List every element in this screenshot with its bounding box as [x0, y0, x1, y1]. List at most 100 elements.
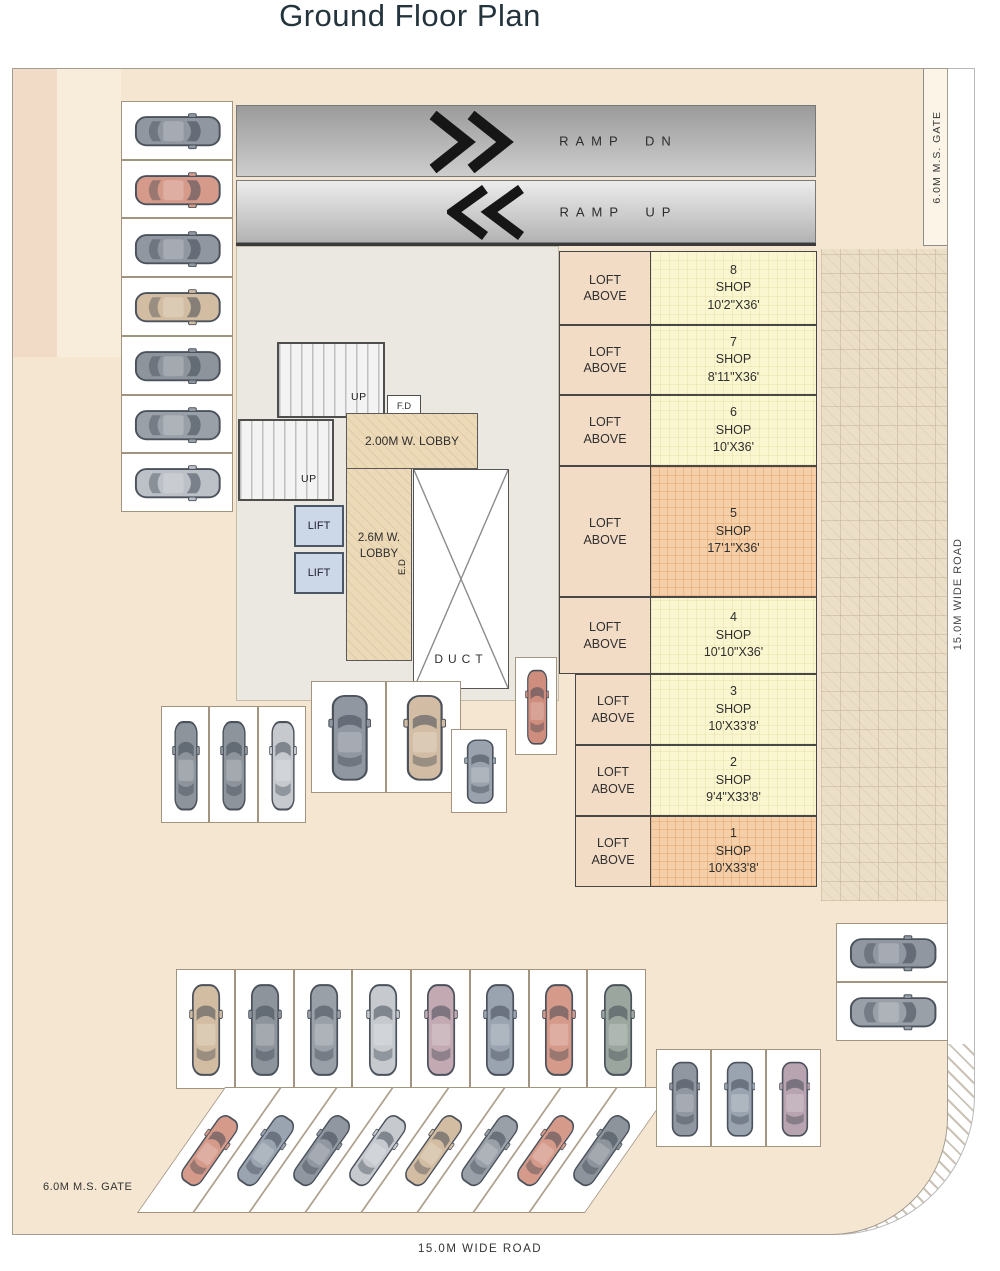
parking-stall [293, 969, 353, 1089]
page-title: Ground Floor Plan [279, 0, 541, 33]
shop-number: 5 [730, 506, 737, 521]
lift-1: LIFT [294, 505, 344, 547]
parking-stall [121, 394, 233, 454]
car [542, 982, 576, 1078]
fire-door-box: F.D [387, 395, 421, 417]
car [172, 719, 200, 813]
car [174, 1109, 245, 1193]
shop-size: 8'11"X36' [707, 369, 760, 384]
parking-stall [121, 159, 233, 219]
shop-label: SHOP [715, 422, 752, 437]
parking-stall [515, 657, 557, 755]
duct: DUCT [413, 469, 509, 689]
parking-stall [411, 969, 470, 1089]
car [220, 719, 249, 813]
ramp-area: RAMP DN RAMP UP [236, 105, 816, 246]
ramp-up: RAMP UP [236, 180, 816, 243]
parking-stall [416, 1087, 562, 1213]
car [133, 406, 223, 443]
parking-stall [192, 1087, 338, 1213]
shop-size: 10'10"X36' [703, 645, 764, 660]
ramp-up-chevrons-icon [447, 185, 524, 240]
parking-stall [161, 706, 210, 823]
parking-stall [587, 969, 646, 1089]
loft-above-cell: LOFT ABOVE [559, 466, 651, 597]
parking-stall [711, 1049, 766, 1147]
car [133, 172, 223, 208]
car [848, 994, 938, 1031]
car [524, 668, 549, 746]
car [230, 1109, 301, 1193]
shop-size: 10'X33'8' [708, 861, 759, 876]
shop-number: 6 [730, 405, 737, 420]
loft-above-cell: LOFT ABOVE [559, 325, 651, 395]
car [483, 982, 517, 1078]
gate-right-label: 6.0M M.S. GATE [930, 110, 943, 204]
shop-label: SHOP [715, 627, 752, 642]
car [133, 230, 223, 267]
shop-label: SHOP [715, 352, 752, 367]
ramp-dn: RAMP DN [236, 105, 816, 177]
parking-stall [451, 729, 507, 813]
shop-number: 2 [730, 755, 737, 770]
gate-bottom-left-label: 6.0M M.S. GATE [43, 1181, 133, 1193]
parking-stall [766, 1049, 821, 1147]
car [307, 982, 341, 1078]
parking-stall [234, 969, 294, 1089]
car [668, 1060, 701, 1138]
parking-stall [386, 681, 461, 793]
shop-size: 10'X36' [713, 440, 754, 455]
shop-number: 4 [730, 610, 737, 625]
car [286, 1109, 357, 1193]
car [463, 738, 496, 805]
lobby-26m-label: 2.6M W. LOBBY [346, 531, 412, 562]
ed-label: E.D [397, 559, 408, 575]
background-patch [57, 69, 121, 357]
parking-stall [528, 969, 588, 1089]
car [328, 693, 372, 783]
parking-stall [121, 218, 233, 278]
shop-number: 7 [730, 334, 737, 349]
ramp-dn-label: RAMP DN [559, 133, 678, 149]
car [723, 1060, 756, 1138]
car [133, 289, 223, 326]
parking-stall [176, 969, 235, 1089]
car [133, 348, 223, 385]
car [133, 465, 223, 502]
shop-label: SHOP [715, 523, 752, 538]
car [342, 1109, 413, 1193]
gate-right: 6.0M M.S. GATE [923, 69, 947, 246]
loft-above-cell: LOFT ABOVE [575, 674, 651, 745]
loft-above-cell: LOFT ABOVE [559, 597, 651, 674]
parking-stall [528, 1087, 674, 1213]
paved-yard [821, 249, 947, 901]
shop-number: 3 [730, 684, 737, 699]
parking-stall [209, 706, 258, 823]
loft-above-cell: LOFT ABOVE [575, 816, 651, 887]
parking-stall [836, 982, 947, 1041]
car [454, 1109, 525, 1193]
shop-label: SHOP [715, 701, 752, 716]
parking-stall [121, 335, 233, 395]
parking-stall [836, 923, 947, 982]
car [365, 982, 400, 1078]
up-label: UP [301, 473, 317, 485]
car [848, 935, 938, 972]
parking-stall [656, 1049, 711, 1147]
car [269, 719, 297, 813]
parking-stall [472, 1087, 618, 1213]
duct-cross-icon [414, 470, 508, 688]
lobby-26m-line1: 2.6M W. [357, 532, 401, 544]
parking-stall [304, 1087, 450, 1213]
duct-label: DUCT [434, 652, 488, 666]
car [189, 982, 224, 1078]
shop-number: 1 [730, 826, 737, 841]
